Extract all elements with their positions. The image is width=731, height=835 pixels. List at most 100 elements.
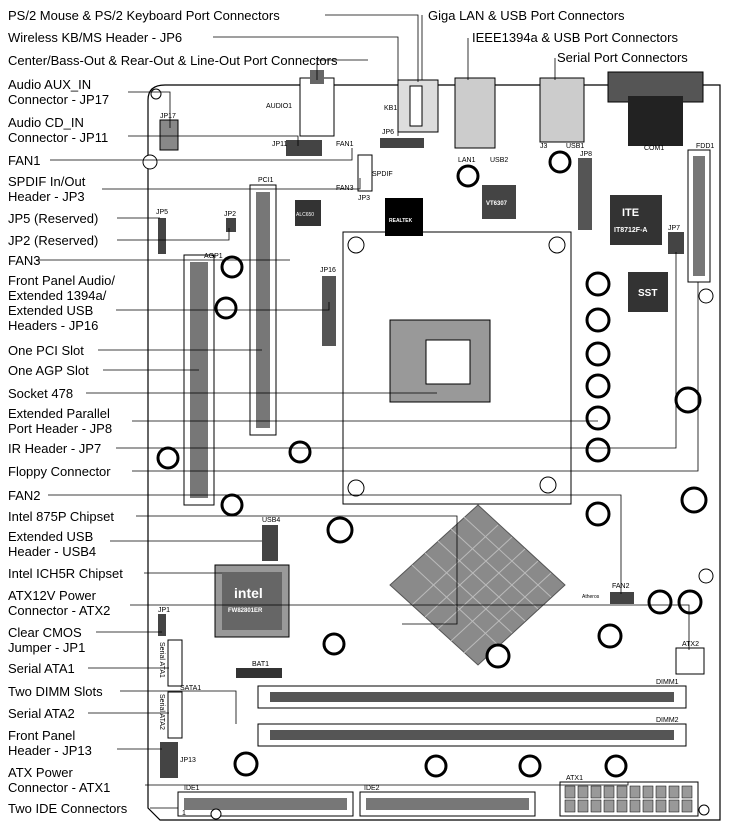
callout-ich5r: Intel ICH5R Chipset xyxy=(8,566,123,581)
spdif-header xyxy=(357,154,373,192)
chip-markings: ITE IT8712F-A SST intel FW82801ER REALTE… xyxy=(228,201,657,614)
label-fdd1: FDD1 xyxy=(696,143,714,150)
label-dimm1: DIMM1 xyxy=(656,679,679,686)
ide1-connector-pins xyxy=(184,798,347,810)
leader-lines xyxy=(36,14,699,809)
label-ite: ITE xyxy=(622,207,639,219)
callout-agp-slot: One AGP Slot xyxy=(8,363,89,378)
ide2-connector-pins xyxy=(366,798,529,810)
serial-port-connector xyxy=(628,96,683,146)
label-alc: ALC650 xyxy=(296,212,314,218)
label-jp17: JP17 xyxy=(160,113,176,120)
jp8-header xyxy=(578,158,592,230)
label-jp3: JP3 xyxy=(358,195,370,202)
sata2-connector xyxy=(167,691,183,739)
label-ite-part: IT8712F-A xyxy=(614,227,647,234)
atx1-pins xyxy=(564,785,693,813)
callout-sata2: Serial ATA2 xyxy=(8,706,75,721)
callout-serial-ports: Serial Port Connectors xyxy=(557,50,688,65)
jp5-header xyxy=(158,218,166,254)
callout-dimm: Two DIMM Slots xyxy=(8,684,103,699)
dimm2-slot-inner xyxy=(270,730,674,740)
callout-pci-slot: One PCI Slot xyxy=(8,343,84,358)
callout-giga-lan-usb: Giga LAN & USB Port Connectors xyxy=(428,8,625,23)
label-via: VT6307 xyxy=(486,201,508,207)
ieee1394-usb-connector xyxy=(539,77,585,143)
label-bat1: BAT1 xyxy=(252,661,269,668)
callout-jp2: JP2 (Reserved) xyxy=(8,233,99,248)
jp7-header xyxy=(668,232,684,254)
cpu-retention-area xyxy=(342,231,572,505)
label-j3: J3 xyxy=(540,143,548,150)
label-jp8: JP8 xyxy=(580,151,592,158)
cpu-mount-hole xyxy=(539,476,557,494)
jp6-header xyxy=(380,138,424,148)
callout-fan3: FAN3 xyxy=(8,253,41,268)
jp1-header xyxy=(158,614,166,636)
callout-audio-ports: Center/Bass-Out & Rear-Out & Line-Out Po… xyxy=(8,53,338,68)
callout-jp16: Front Panel Audio/Extended 1394a/Extende… xyxy=(8,273,115,333)
label-usb1: USB1 xyxy=(566,143,584,150)
label-ide2: IDE2 xyxy=(364,785,380,792)
lan-usb-connector xyxy=(454,77,496,149)
callout-socket-478: Socket 478 xyxy=(8,386,74,401)
label-sata1: SATA1 xyxy=(180,685,201,692)
atx2-connector xyxy=(675,647,705,675)
label-ich-part: FW82801ER xyxy=(228,608,263,614)
jp13-header xyxy=(160,742,178,778)
label-jp1: JP1 xyxy=(158,607,170,614)
label-atx1: ATX1 xyxy=(566,775,583,782)
label-pin1: 1 xyxy=(182,810,186,817)
audio-codec-chip xyxy=(295,200,321,226)
jp11-header xyxy=(286,140,322,156)
floppy-connector-pins xyxy=(693,156,705,276)
label-jp7: JP7 xyxy=(668,225,680,232)
cpu-mount-hole xyxy=(347,236,365,254)
label-com1: COM1 xyxy=(644,145,664,152)
agp-slot-inner xyxy=(190,262,208,498)
callout-jp7: IR Header - JP7 xyxy=(8,441,102,456)
cpu-mount-hole xyxy=(548,236,566,254)
label-usb2: USB2 xyxy=(490,157,508,164)
label-fan3: FAN3 xyxy=(336,185,354,192)
heatsink-fins xyxy=(411,516,552,654)
callout-fan2: FAN2 xyxy=(8,488,41,503)
label-sst: SST xyxy=(638,288,657,299)
label-atheros: Atheros xyxy=(582,594,600,600)
label-intel: intel xyxy=(234,585,263,601)
label-fan1: FAN1 xyxy=(336,141,354,148)
label-lan1: LAN1 xyxy=(458,157,476,164)
board-outline xyxy=(147,84,721,821)
jp2-header xyxy=(226,218,236,232)
cpu-mount-hole xyxy=(347,479,365,497)
via-1394-chip xyxy=(482,185,516,219)
label-jp2: JP2 xyxy=(224,211,236,218)
callout-ps2-mouse-keyboard: PS/2 Mouse & PS/2 Keyboard Port Connecto… xyxy=(8,8,280,23)
label-sata-1: Serial ATA1 xyxy=(158,642,165,678)
callout-wireless-kbms: Wireless KB/MS Header - JP6 xyxy=(8,30,183,45)
callout-ieee1394-usb: IEEE1394a & USB Port Connectors xyxy=(472,30,678,45)
board-silkscreen: AUDIO1 KB1 JP17 JP11 JP6 FAN1 SPDIF JP3 … xyxy=(156,103,714,817)
jp16-header xyxy=(322,276,336,346)
usb4-header xyxy=(262,525,278,561)
ich5r-chip-die xyxy=(222,572,282,630)
callout-fan1: FAN1 xyxy=(8,153,41,168)
label-audio1: AUDIO1 xyxy=(266,103,292,110)
label-pci1: PCI1 xyxy=(258,177,274,184)
label-kb1: KB1 xyxy=(384,105,397,112)
label-jp11: JP11 xyxy=(272,141,288,148)
callout-sata1: Serial ATA1 xyxy=(8,661,75,676)
label-usb4: USB4 xyxy=(262,517,280,524)
callout-ide: Two IDE Connectors xyxy=(8,801,128,816)
callout-floppy: Floppy Connector xyxy=(8,464,111,479)
